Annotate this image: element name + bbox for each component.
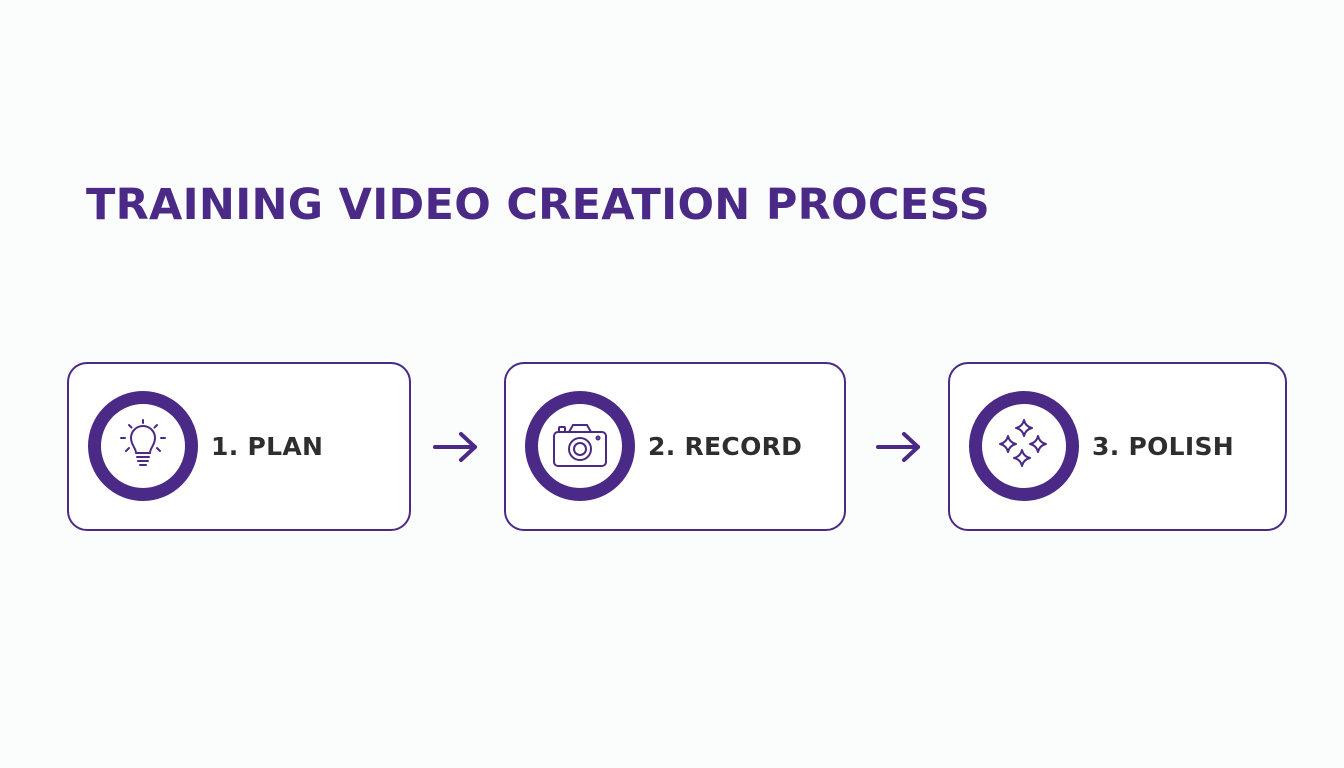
arrow-right-icon <box>433 432 477 462</box>
camera-icon <box>553 424 607 467</box>
step-badge-polish <box>969 391 1079 501</box>
step-card-plan: 1. PLAN <box>67 362 411 531</box>
page-title: TRAINING VIDEO CREATION PROCESS <box>86 180 991 230</box>
step-label-record: 2. RECORD <box>648 432 803 461</box>
step-label-plan: 1. PLAN <box>211 432 324 461</box>
step-badge-record <box>525 391 635 501</box>
lightbulb-icon <box>120 419 166 466</box>
step-card-record: 2. RECORD <box>504 362 846 531</box>
sparkles-icon <box>999 419 1047 467</box>
step-label-polish: 3. POLISH <box>1092 432 1235 461</box>
arrow-right-icon <box>876 432 920 462</box>
step-badge-plan <box>88 391 198 501</box>
step-card-polish: 3. POLISH <box>948 362 1287 531</box>
